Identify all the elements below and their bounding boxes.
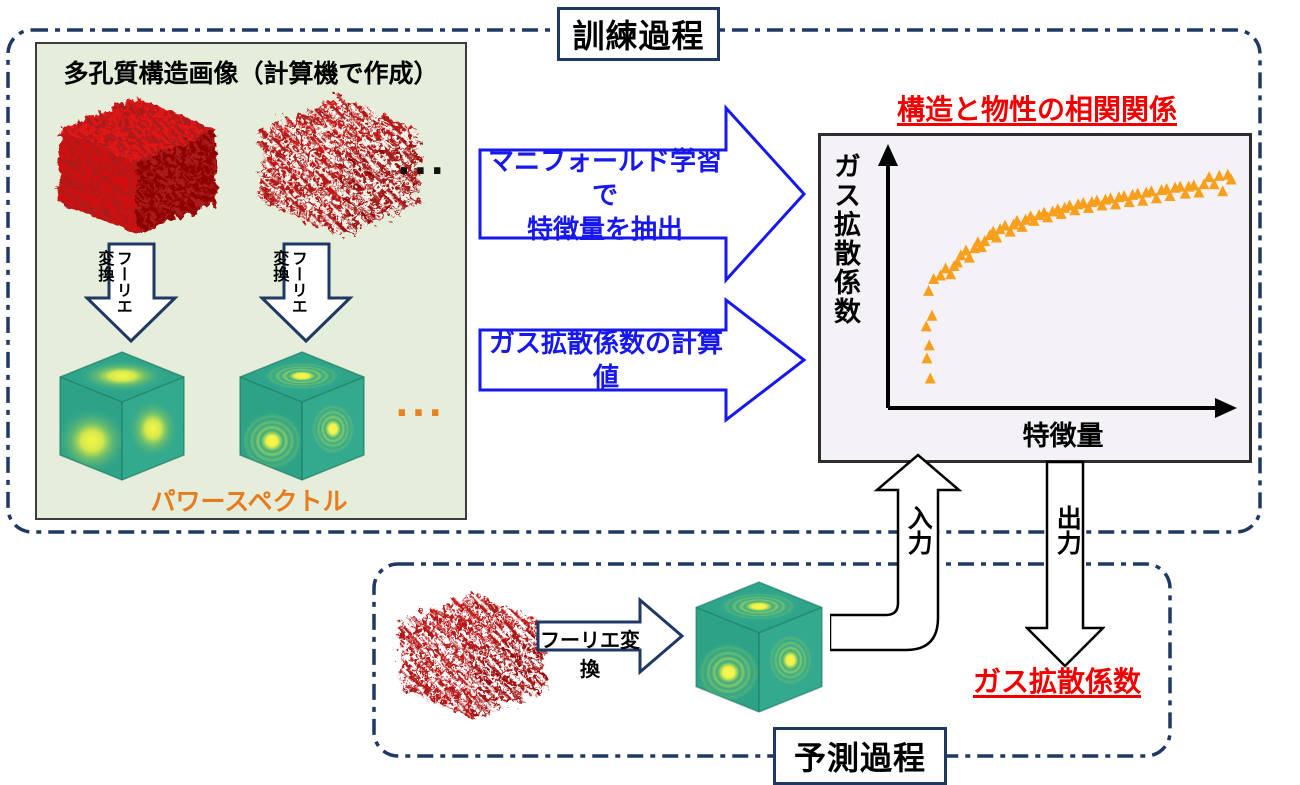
fourier-down-arrow-1 <box>84 242 179 344</box>
training-title-box: 訓練過程 <box>557 7 720 61</box>
correlation-plot: ガス拡散係数 特徴量 <box>818 133 1252 463</box>
diffusion-calc-arrow <box>478 296 807 424</box>
output-arrow-label: 出力 <box>1053 505 1083 555</box>
fourier-down-arrow-2-label: フーリエ 変換 <box>270 250 308 314</box>
prediction-structure-cube <box>390 580 555 732</box>
scatter-points <box>920 168 1237 384</box>
training-title: 訓練過程 <box>572 17 705 55</box>
prediction-frame <box>372 562 1172 758</box>
porous-structure-cube-2 <box>242 90 437 242</box>
x-axis-label: 特徴量 <box>1022 421 1104 452</box>
input-arrow <box>830 453 963 652</box>
manifold-arrow-label: マニフォールド学習で 特徴量を抽出 <box>487 147 722 245</box>
fourier-down-arrow-1-label: フーリエ 変換 <box>95 250 133 314</box>
prediction-title-box: 予測過程 <box>773 727 947 785</box>
prediction-title: 予測過程 <box>793 739 926 777</box>
prediction-result-label: ガス拡散係数 <box>972 665 1141 698</box>
chart-title: 構造と物性の相関関係 <box>896 93 1177 126</box>
plot-axes <box>878 144 1237 418</box>
diffusion-calc-arrow-label: ガス拡散係数の計算値 <box>488 329 723 393</box>
fourier-right-arrow <box>536 596 685 676</box>
output-arrow <box>1025 460 1105 668</box>
input-arrow-label: 入力 <box>904 505 934 555</box>
structures-ellipsis: ... <box>397 142 448 183</box>
fourier-down-arrow-2 <box>259 242 354 344</box>
structure-panel-header: 多孔質構造画像（計算機で作成） <box>63 59 439 88</box>
porous-structure-cube-1 <box>40 90 235 242</box>
power-spectrum-cube-2 <box>232 346 372 486</box>
power-spectrum-cube-1 <box>52 346 192 486</box>
y-axis-label: ガス拡散係数 <box>829 152 861 326</box>
manifold-arrow <box>478 104 807 284</box>
prediction-spectrum-cube <box>688 576 830 718</box>
power-spectrum-label: パワースペクトル <box>150 487 348 516</box>
spectra-ellipsis: ... <box>395 384 446 425</box>
fourier-right-arrow-label: フーリエ変換 <box>540 628 640 681</box>
